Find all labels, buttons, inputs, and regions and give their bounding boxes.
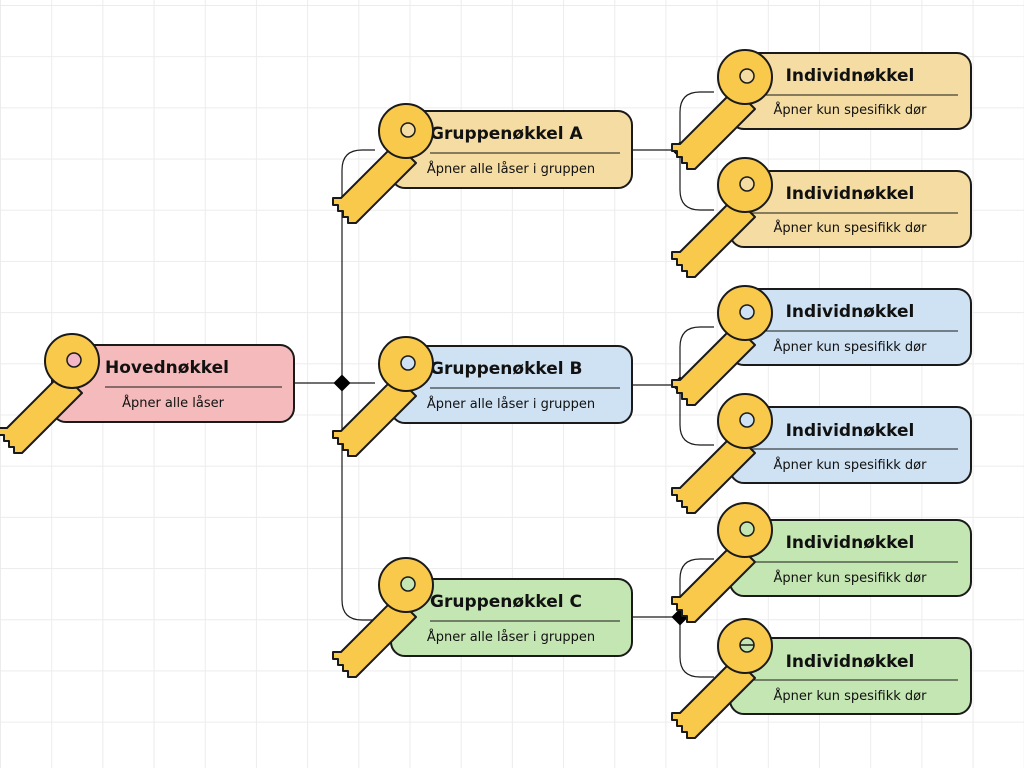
individual-title-c2: Individnøkkel <box>786 652 915 672</box>
group-title-c: Gruppenøkkel C <box>430 592 582 612</box>
key-icon <box>332 336 434 457</box>
individual-title-a2: Individnøkkel <box>786 184 915 204</box>
group-subtitle-c: Åpner alle låser i gruppen <box>427 629 595 645</box>
junction-root <box>333 374 351 392</box>
key-icon <box>332 103 434 224</box>
key-icon <box>671 285 773 406</box>
group-title-b: Gruppenøkkel B <box>430 359 582 379</box>
individual-title-b1: Individnøkkel <box>786 302 915 322</box>
key-icon <box>0 333 100 454</box>
individual-subtitle-a2: Åpner kun spesifikk dør <box>774 220 928 236</box>
individual-node-a1: Individnøkkel Åpner kun spesifikk dør <box>671 49 972 170</box>
individual-node-c2: Individnøkkel Åpner kun spesifikk dør <box>671 618 972 739</box>
individual-node-a2: Individnøkkel Åpner kun spesifikk dør <box>671 157 972 278</box>
group-node-b: Gruppenøkkel B Åpner alle låser i gruppe… <box>332 336 633 457</box>
individual-node-b1: Individnøkkel Åpner kun spesifikk dør <box>671 285 972 406</box>
individual-subtitle-c2: Åpner kun spesifikk dør <box>774 688 928 704</box>
individual-node-b2: Individnøkkel Åpner kun spesifikk dør <box>671 393 972 514</box>
root-node: Hovednøkkel Åpner alle låser <box>0 333 295 454</box>
key-icon <box>671 393 773 514</box>
root-title: Hovednøkkel <box>105 358 229 378</box>
key-icon <box>671 618 773 739</box>
group-subtitle-a: Åpner alle låser i gruppen <box>427 161 595 177</box>
individual-subtitle-b2: Åpner kun spesifikk dør <box>774 457 928 473</box>
individual-node-c1: Individnøkkel Åpner kun spesifikk dør <box>671 502 972 623</box>
group-subtitle-b: Åpner alle låser i gruppen <box>427 396 595 412</box>
root-subtitle: Åpner alle låser <box>122 395 225 411</box>
group-node-c: Gruppenøkkel C Åpner alle låser i gruppe… <box>332 557 633 678</box>
individual-subtitle-c1: Åpner kun spesifikk dør <box>774 570 928 586</box>
individual-subtitle-b1: Åpner kun spesifikk dør <box>774 339 928 355</box>
key-icon <box>671 157 773 278</box>
key-icon <box>332 557 434 678</box>
individual-title-b2: Individnøkkel <box>786 421 915 441</box>
key-icon <box>671 49 773 170</box>
key-icon <box>671 502 773 623</box>
group-title-a: Gruppenøkkel A <box>430 124 584 144</box>
group-node-a: Gruppenøkkel A Åpner alle låser i gruppe… <box>332 103 633 224</box>
individual-subtitle-a1: Åpner kun spesifikk dør <box>774 102 928 118</box>
individual-title-a1: Individnøkkel <box>786 66 915 86</box>
individual-title-c1: Individnøkkel <box>786 533 915 553</box>
